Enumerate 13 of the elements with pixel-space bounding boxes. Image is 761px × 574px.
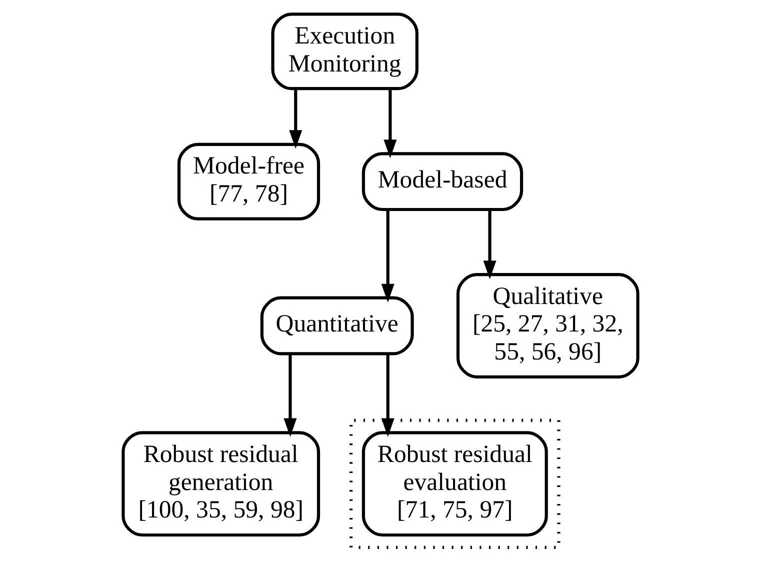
node-box: Qualitative [25, 27, 31, 32, 55, 56, 96] bbox=[456, 273, 640, 378]
arrow bbox=[384, 89, 397, 158]
arrow bbox=[483, 210, 496, 280]
node-box: Execution Monitoring bbox=[271, 12, 418, 90]
node-box: Robust residual evaluation [71, 75, 97] bbox=[362, 431, 548, 537]
node-box: Quantitative bbox=[260, 296, 414, 356]
arrow bbox=[284, 354, 297, 437]
node-box: Model-based bbox=[362, 152, 524, 212]
node-box: Robust residual generation [100, 35, 59, 98] bbox=[122, 431, 320, 537]
arrow bbox=[381, 354, 394, 437]
node-box: Model-free [77, 78] bbox=[177, 142, 320, 220]
arrow bbox=[289, 89, 302, 149]
arrow bbox=[381, 210, 394, 302]
